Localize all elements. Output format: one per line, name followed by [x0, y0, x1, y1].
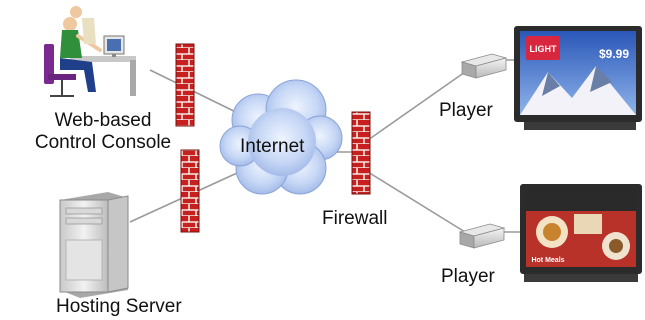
line-firewall-player-bottom [367, 171, 466, 233]
player-bottom-label: Player [441, 266, 495, 287]
player-top-label: Player [439, 100, 493, 121]
flat-panel-display-icon-bottom: Hot Meals [520, 184, 642, 282]
screen-brand-text: LIGHT [530, 44, 557, 54]
cloud-icon [219, 79, 343, 195]
console-label: Web-based Control Console [18, 110, 188, 154]
firewall-center-brick-wall-icon [351, 111, 371, 195]
media-player-box-icon-top [460, 53, 508, 79]
server-label: Hosting Server [56, 296, 182, 317]
firewall-bottom-left-brick-wall-icon [180, 149, 200, 233]
console-label-line1: Web-based [54, 110, 152, 131]
screen-caption-text: Hot Meals [531, 257, 564, 264]
firewall-top-left-brick-wall-icon [175, 43, 195, 127]
console-label-line2: Control Console [34, 132, 172, 153]
computer-workstation-icon [44, 6, 136, 97]
tower-server-icon [59, 192, 129, 298]
flat-panel-display-icon-top: LIGHT $9.99 [514, 26, 642, 130]
screen-price-text: $9.99 [599, 47, 629, 61]
line-console-internet [149, 69, 249, 119]
internet-label: Internet [240, 136, 305, 157]
line-firewall-player-top [367, 71, 466, 141]
media-player-box-icon-bottom [458, 223, 506, 249]
firewall-label: Firewall [322, 208, 388, 229]
